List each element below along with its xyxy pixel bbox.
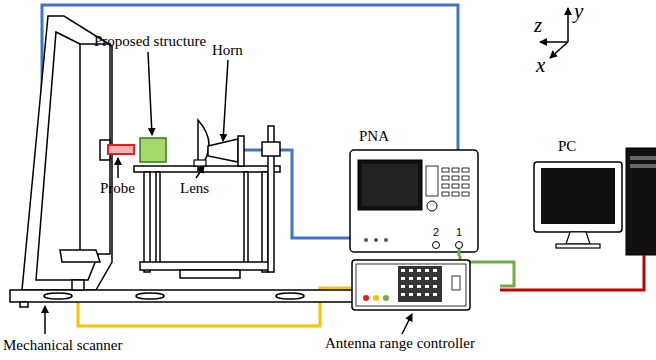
part-label: Proposed structure xyxy=(94,33,206,50)
device-label: PNA xyxy=(359,128,389,145)
horn xyxy=(208,139,238,162)
axis-label: x xyxy=(536,54,545,77)
leader-line xyxy=(117,158,119,178)
axis-label: y xyxy=(574,0,583,23)
leader-line xyxy=(148,52,152,135)
device-label: Antenna range controller xyxy=(325,335,475,352)
device-label: PC xyxy=(558,138,576,155)
lens-mount xyxy=(194,160,206,166)
computer: PC xyxy=(528,138,656,260)
proposed-structure xyxy=(140,138,166,162)
leader-line xyxy=(402,314,412,334)
scanner-base xyxy=(10,280,382,307)
horn-flange xyxy=(238,136,244,166)
leader-line xyxy=(223,60,228,141)
cable-connector xyxy=(500,260,644,290)
leader-line xyxy=(196,166,204,178)
part-label: Horn xyxy=(212,42,243,59)
port-number: 2 xyxy=(433,226,439,238)
rf-cable xyxy=(244,150,350,238)
range-controller: Antenna range controller xyxy=(300,256,500,356)
axis-label: z xyxy=(534,14,542,37)
probe xyxy=(108,145,134,154)
axis-arrow xyxy=(540,41,568,43)
axis-arrow xyxy=(550,42,568,58)
axis-arrow xyxy=(567,8,569,42)
part-label: Mechanical scanner xyxy=(3,337,123,354)
scanner-frame xyxy=(22,16,112,290)
leader-line xyxy=(44,306,46,334)
port-number: 1 xyxy=(456,226,462,238)
part-label: Probe xyxy=(100,180,135,197)
computer-icon xyxy=(528,138,656,260)
part-label: Lens xyxy=(180,180,209,197)
